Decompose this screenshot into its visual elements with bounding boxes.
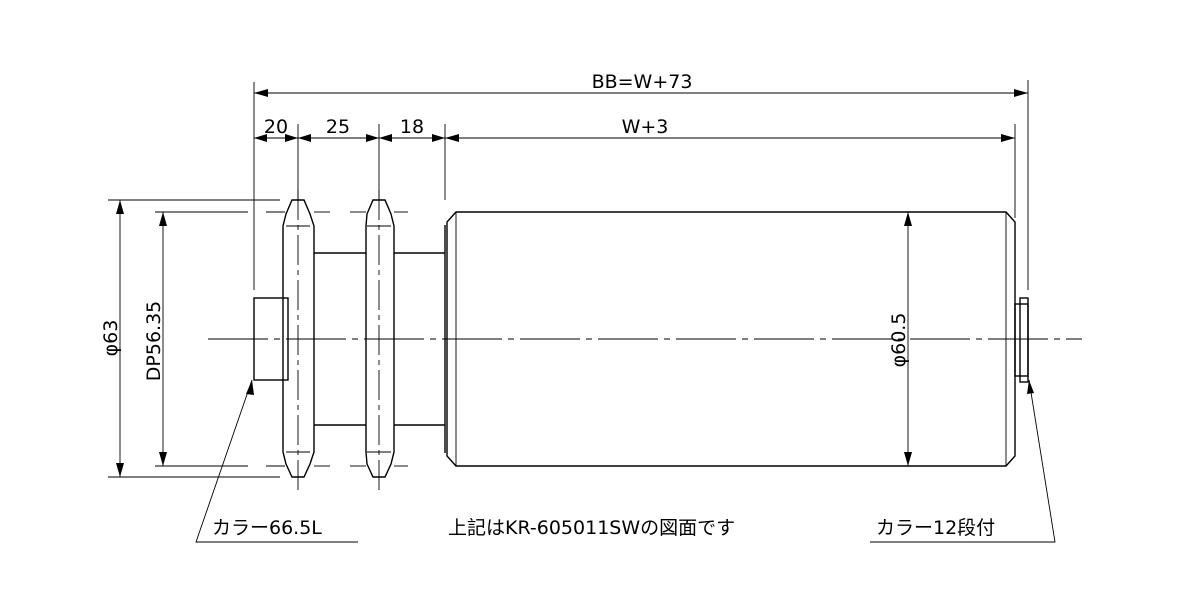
left-collar-callout: カラー66.5L xyxy=(212,517,322,539)
sprocket-od-label: φ63 xyxy=(100,320,122,357)
sprocket-2 xyxy=(365,199,395,478)
tube-od-label: φ60.5 xyxy=(888,313,910,368)
leader-right-collar xyxy=(870,379,1056,543)
collar-width-label: 20 xyxy=(264,116,288,138)
tube-length-label: W+3 xyxy=(622,116,669,138)
overall-length-label: BB=W+73 xyxy=(592,71,693,93)
extension-lines xyxy=(108,80,1029,478)
pitch-diameter-label: DP56.35 xyxy=(143,301,165,381)
drawing-note: 上記はKR-605011SWの図面です xyxy=(448,517,735,539)
dimension-lines xyxy=(116,89,1028,477)
leader-left-collar xyxy=(195,379,358,543)
sprocket-1 xyxy=(282,199,315,478)
sprocket-pitch-label: 25 xyxy=(326,116,350,138)
leader-lines xyxy=(195,379,1056,543)
right-collar xyxy=(1014,303,1029,377)
sprocket-offset-label: 18 xyxy=(400,116,424,138)
right-collar-callout: カラー12段付 xyxy=(876,517,995,539)
left-collar xyxy=(253,297,289,381)
roller-parts xyxy=(253,199,1029,478)
